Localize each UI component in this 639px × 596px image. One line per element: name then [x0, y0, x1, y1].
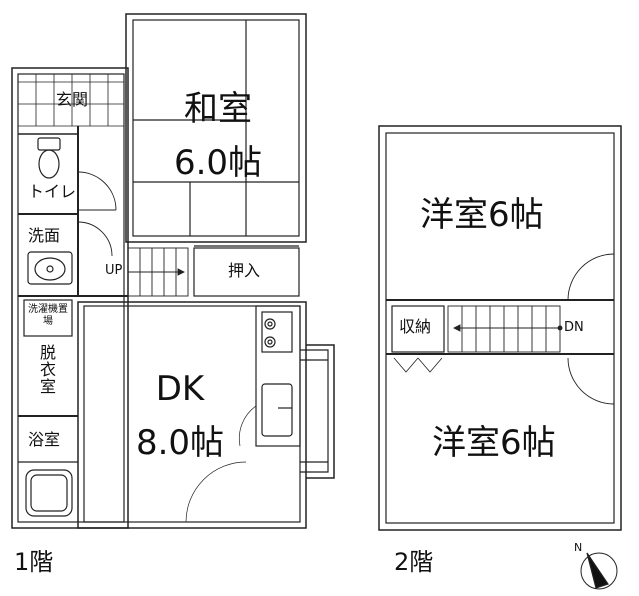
washer-space-outline	[23, 299, 73, 337]
toilet-fixture	[37, 137, 61, 179]
oshiire-outline	[193, 247, 300, 297]
north-arrow-icon	[580, 552, 618, 590]
floor1-label: 1階	[14, 548, 54, 576]
up-label: UP	[105, 263, 123, 278]
dn-label: DN	[564, 320, 584, 335]
kitchen-counter	[255, 305, 301, 447]
datsuishitsu-label: 脱衣室	[37, 344, 56, 395]
floor1-plan	[11, 13, 335, 529]
genkan-label: 玄関	[56, 90, 89, 109]
storage-outline	[391, 305, 445, 353]
youshitsu-lower-label: 洋室6帖	[432, 423, 556, 463]
stairs-floor1	[127, 247, 189, 297]
tatami-lines	[133, 20, 299, 236]
toilet-label: トイレ	[28, 182, 77, 201]
washitsu-size-label: 6.0帖	[173, 143, 263, 183]
genkan-tiles	[18, 74, 124, 127]
shuunou-label: 収納	[399, 317, 432, 336]
washitsu-label: 和室	[184, 89, 252, 129]
north-label: N	[574, 541, 583, 554]
oshiire-label: 押入	[228, 261, 261, 280]
stairs-floor2	[447, 305, 563, 353]
dk-size-label: 8.0帖	[135, 423, 225, 463]
bathtub-fixture	[25, 469, 73, 517]
senmen-label: 洗面	[28, 226, 61, 245]
dk-label: DK	[155, 369, 205, 409]
youshitsu-upper-label: 洋室6帖	[420, 195, 544, 235]
washbasin-fixture	[27, 251, 73, 285]
floor2-label: 2階	[394, 548, 434, 576]
floor2-plan	[378, 125, 622, 531]
yokushitsu-label: 浴室	[28, 430, 61, 449]
washer-space-label: 洗濯機置場	[28, 304, 68, 327]
